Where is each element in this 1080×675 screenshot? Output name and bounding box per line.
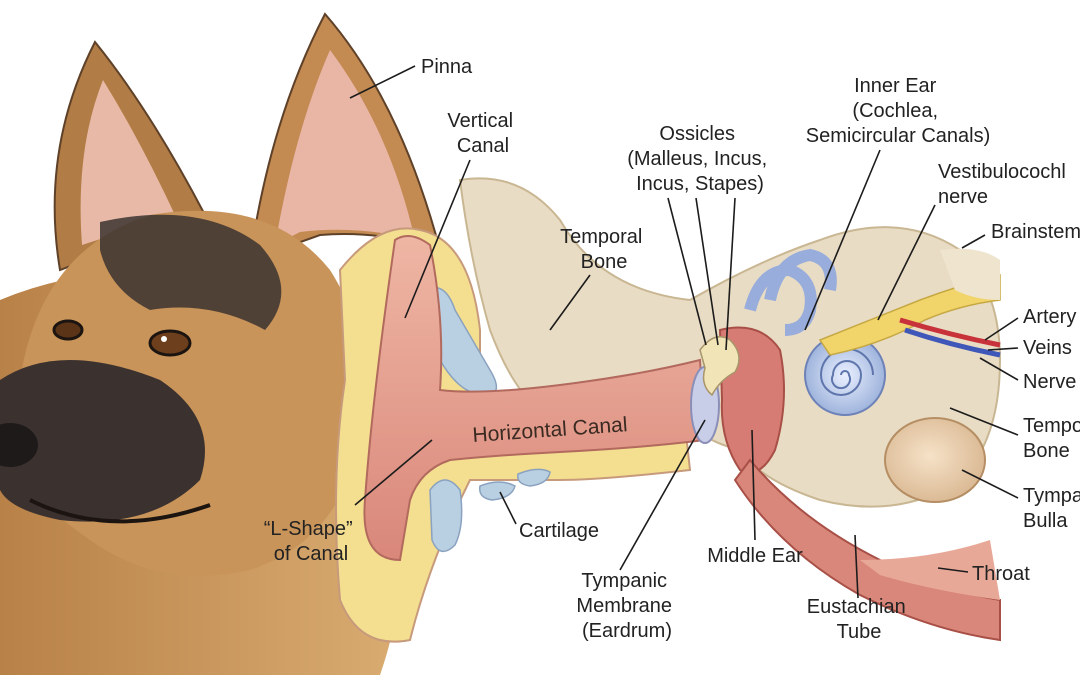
label-nerve: Nerve	[1023, 371, 1076, 393]
label-artery: Artery	[1023, 306, 1076, 328]
leader-throat	[937, 567, 969, 573]
leader-vestibulocochlear	[877, 204, 936, 321]
leader-pinna	[349, 65, 416, 99]
ossicles-shape	[699, 335, 740, 397]
leader-artery	[984, 317, 1019, 341]
inner-ear	[744, 248, 886, 416]
leader-lines	[349, 65, 1019, 599]
leader-nerve	[979, 357, 1019, 381]
lower-cartilage-blob-2	[479, 481, 516, 501]
dog-dark-marking	[100, 214, 282, 330]
throat-shape	[860, 540, 1000, 600]
leader-veins	[987, 347, 1019, 351]
label-brainstem: Brainstem	[991, 221, 1080, 243]
lower-cartilage-blob-1	[429, 479, 463, 553]
dog-eye-left	[52, 319, 84, 341]
label-tympanic-membrane: Tympanic Membrane (Eardrum)	[576, 570, 677, 642]
leader-ossicles-2	[695, 197, 719, 346]
leader-middle-ear	[751, 429, 756, 541]
eustachian-tube	[733, 458, 1001, 642]
label-cartilage: Cartilage	[519, 520, 599, 542]
ear-canal	[363, 235, 707, 562]
leader-temporal-bone-left	[549, 274, 591, 331]
brainstem-shape	[940, 248, 1000, 300]
label-temporal-bone-left: Temporal Bone	[560, 226, 648, 273]
label-l-shape: “L-Shape” of Canal	[264, 518, 359, 565]
dog-nose	[0, 423, 38, 467]
semicircular-canals	[744, 248, 837, 336]
lower-cartilage-blob-3	[517, 468, 551, 487]
labels: Pinna Vertical Canal Ossicles (Malleus, …	[264, 56, 1080, 643]
tympanic-bulla	[884, 417, 986, 503]
label-temporal-bone-right: Tempo Bone	[1023, 415, 1080, 462]
label-vestibulocochlear-nerve: Vestibulocochl nerve	[938, 161, 1071, 208]
label-ossicles: Ossicles (Malleus, Incus, Incus, Stapes)	[627, 123, 773, 195]
leader-inner-ear	[804, 149, 881, 331]
label-throat: Throat	[972, 563, 1030, 585]
leader-cartilage	[499, 491, 517, 525]
dog-eye-right	[148, 329, 192, 357]
label-middle-ear: Middle Ear	[707, 545, 803, 567]
artery-vessel	[899, 317, 1001, 348]
label-veins: Veins	[1023, 337, 1072, 359]
dog-right-ear-inner	[275, 50, 415, 245]
label-inner-ear: Inner Ear (Cochlea, Semicircular Canals)	[806, 75, 991, 147]
leader-ossicles-3	[725, 197, 736, 351]
dog-left-ear-inner	[80, 80, 175, 245]
leader-tympanic-membrane	[619, 419, 706, 571]
leader-ossicles-1	[667, 197, 707, 346]
leader-tympanic-bulla	[961, 469, 1019, 499]
leader-vertical-canal	[404, 159, 471, 319]
label-vertical-canal: Vertical Canal	[447, 110, 518, 157]
vein-vessel	[904, 327, 1001, 358]
leader-eustachian	[854, 534, 859, 599]
leader-temporal-bone-right	[949, 407, 1019, 436]
label-eustachian-tube: Eustachian Tube	[807, 596, 912, 643]
dog-eye-right-shine	[161, 336, 167, 342]
dog-mouth	[29, 498, 211, 524]
dog-muzzle-dark	[0, 360, 205, 522]
label-tympanic-bulla: Tympa Bulla	[1023, 485, 1080, 532]
leader-brainstem	[961, 234, 986, 249]
label-pinna: Pinna	[421, 56, 473, 78]
dog-head-illustration	[0, 12, 442, 675]
leader-l-shape	[354, 439, 433, 506]
